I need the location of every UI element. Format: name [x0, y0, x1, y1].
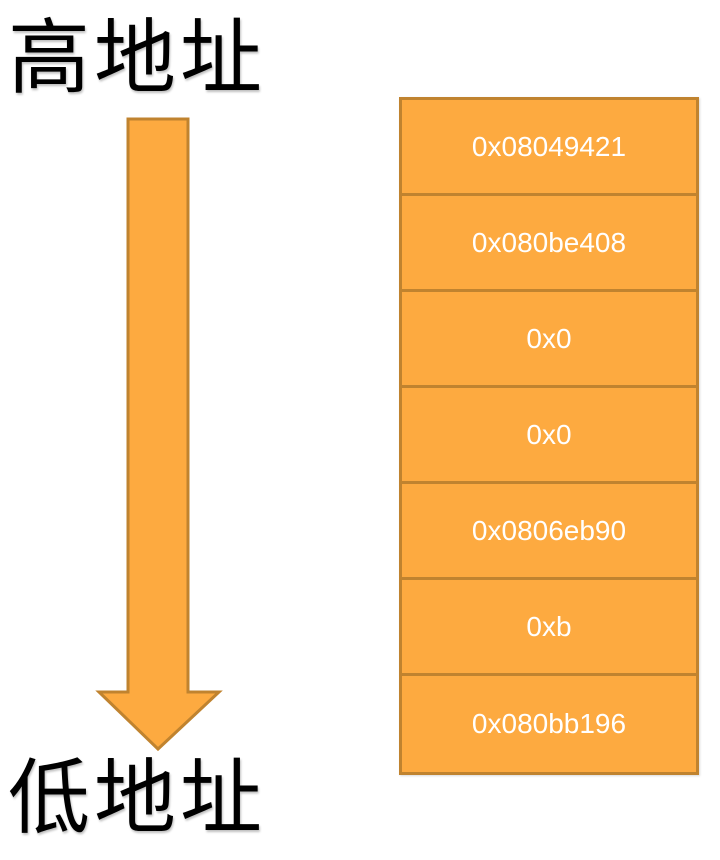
stack-cell-value: 0x0	[526, 418, 572, 450]
stack-cell: 0x08049421	[402, 100, 696, 196]
stack-memory-block: 0x08049421 0x080be408 0x0 0x0 0x0806eb90…	[399, 97, 699, 775]
stack-cell-value: 0x0806eb90	[471, 514, 627, 546]
high-address-label: 高地址	[8, 11, 267, 106]
stack-cell-value: 0xb	[526, 610, 572, 642]
down-arrow-icon	[95, 117, 223, 752]
stack-cell: 0x0	[402, 292, 696, 388]
stack-cell-value: 0x080be408	[471, 226, 627, 258]
stack-cell-value: 0x0	[526, 322, 572, 354]
stack-cell: 0x0	[402, 388, 696, 484]
low-address-label: 低地址	[8, 751, 267, 846]
stack-cell: 0xb	[402, 580, 696, 676]
stack-cell: 0x080be408	[402, 196, 696, 292]
stack-cell-value: 0x080bb196	[471, 708, 627, 739]
stack-cell: 0x0806eb90	[402, 484, 696, 580]
stack-cell: 0x080bb196	[402, 676, 696, 772]
stack-cell-value: 0x08049421	[471, 130, 627, 162]
